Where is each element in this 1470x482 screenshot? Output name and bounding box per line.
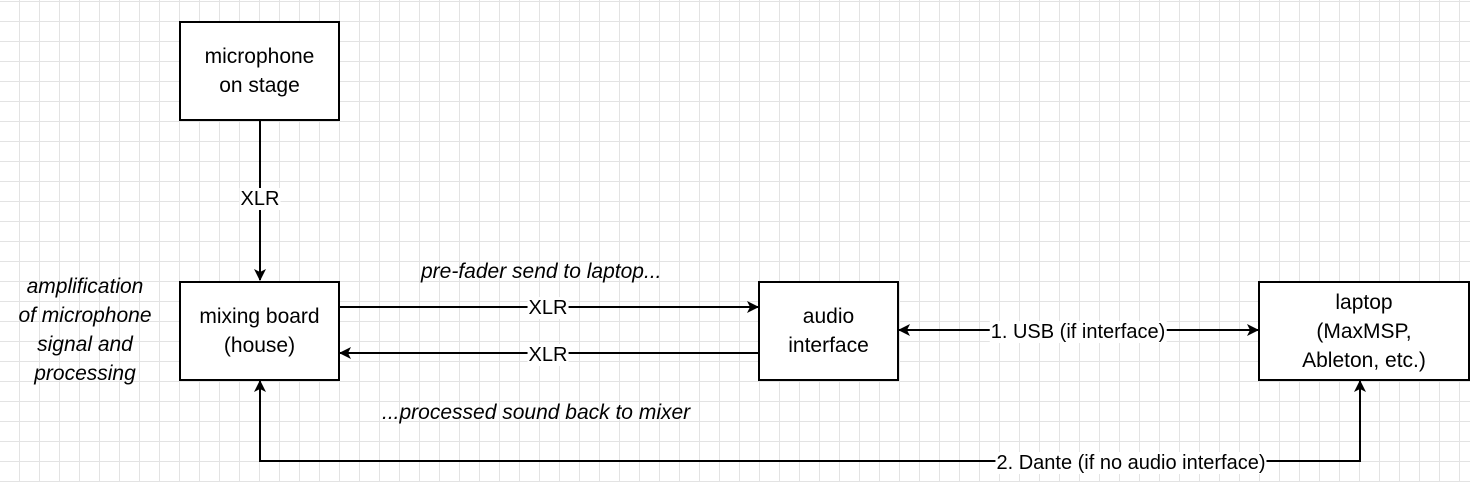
label-dante-link: 2. Dante (if no audio interface): [995, 452, 1267, 474]
label-mic-xlr: XLR: [239, 188, 281, 210]
note-processed-return: ...processed sound back to mixer: [382, 401, 691, 424]
label-return-xlr: XLR: [527, 344, 569, 366]
label-send-xlr: XLR: [527, 297, 569, 319]
node-mixing-board: mixing board (house): [179, 281, 340, 381]
node-laptop: laptop (MaxMSP, Ableton, etc.): [1258, 281, 1470, 381]
note-amplification: amplification of microphone signal and p…: [18, 275, 152, 385]
note-pre-fader-send: pre-fader send to laptop...: [421, 260, 662, 283]
edge-dante-link: [254, 380, 1366, 462]
node-audio-interface: audio interface: [758, 281, 899, 381]
label-usb-link: 1. USB (if interface): [989, 321, 1167, 343]
node-microphone: microphone on stage: [179, 21, 340, 121]
